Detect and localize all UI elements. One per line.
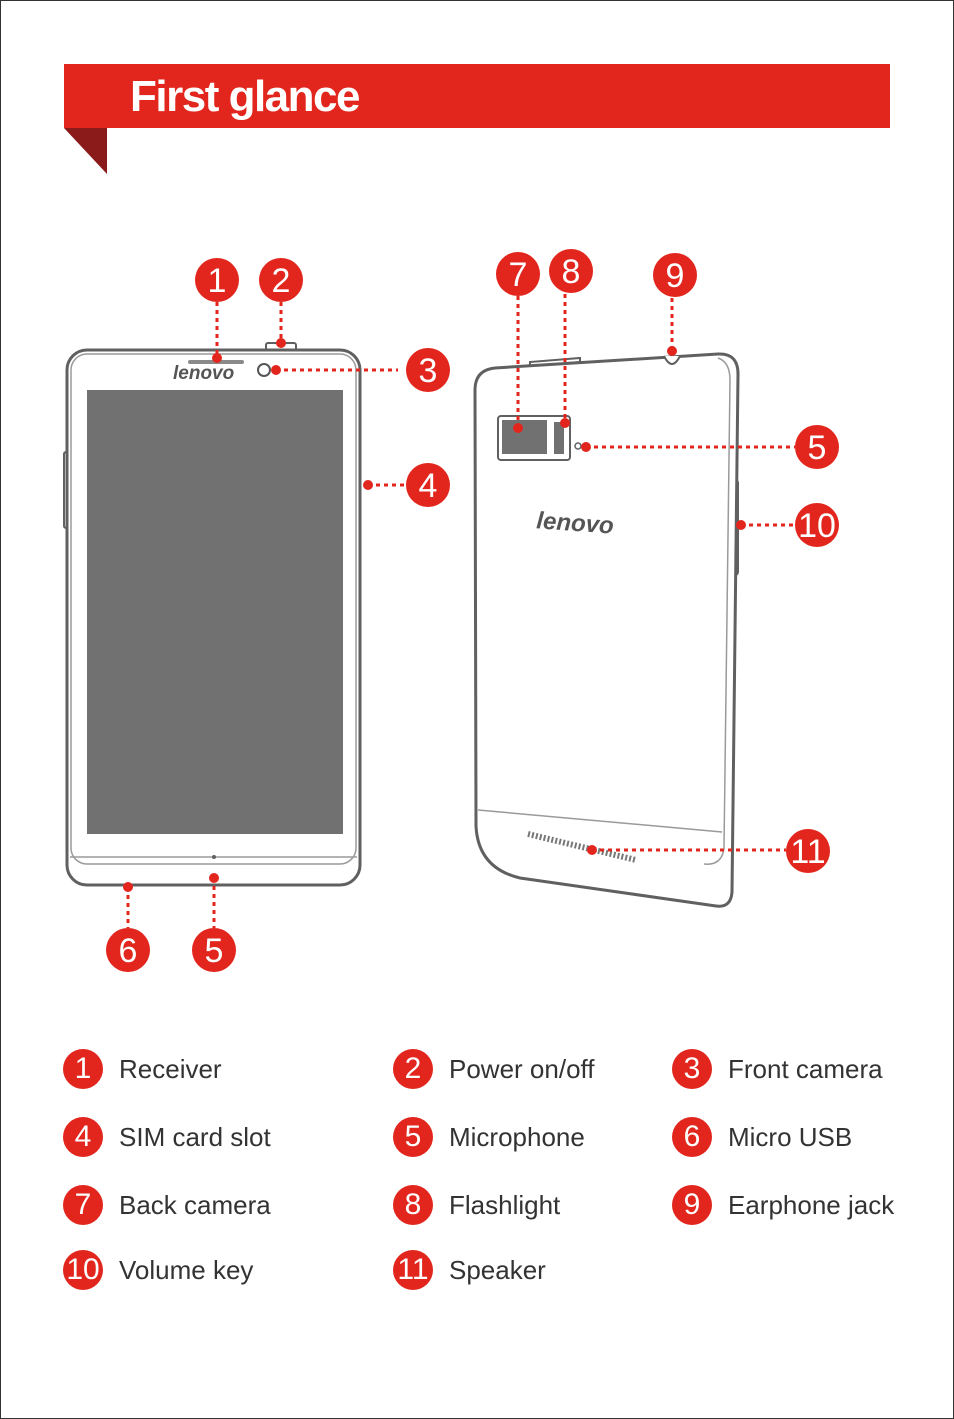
back-logo: lenovo	[536, 507, 615, 539]
back-body	[473, 352, 740, 908]
callout-mic-back: 5	[795, 425, 839, 469]
back-phone: lenovo	[473, 352, 740, 908]
svg-text:11: 11	[790, 833, 825, 871]
legend-item: 6 Micro USB	[672, 1117, 852, 1157]
callout-receiver: 1	[195, 258, 239, 302]
speaker-grille	[527, 831, 637, 863]
callout-speaker: 11	[786, 829, 830, 873]
title-fold-corner	[64, 128, 107, 174]
callout-earphone: 9	[653, 253, 697, 297]
legend-label: Receiver	[119, 1053, 222, 1084]
svg-text:3: 3	[419, 352, 438, 390]
leader-dots	[123, 338, 746, 892]
title-band	[64, 64, 890, 128]
legend-label: Speaker	[449, 1254, 546, 1285]
legend-label: Earphone jack	[728, 1189, 895, 1220]
camera-module	[497, 415, 571, 461]
legend-number: 2	[393, 1049, 433, 1089]
legend-number: 8	[393, 1185, 433, 1225]
phone-diagram: lenovo lenovo	[63, 249, 839, 972]
leader-lines	[126, 294, 796, 928]
svg-text:4: 4	[419, 467, 438, 505]
front-phone: lenovo	[63, 342, 362, 889]
callout-micro-usb: 6	[106, 928, 150, 972]
svg-text:6: 6	[119, 932, 138, 970]
legend-item: 7 Back camera	[63, 1185, 271, 1225]
legend-label: Volume key	[119, 1254, 254, 1285]
svg-text:9: 9	[666, 257, 685, 295]
legend-number: 6	[672, 1117, 712, 1157]
front-screen	[87, 390, 343, 834]
legend-label: Front camera	[728, 1053, 883, 1084]
svg-text:7: 7	[509, 256, 528, 294]
legend-label: Flashlight	[449, 1189, 561, 1220]
back-camera-lens	[502, 420, 547, 454]
legend-number: 7	[63, 1185, 103, 1225]
legend-number: 3	[672, 1049, 712, 1089]
svg-text:5: 5	[808, 429, 827, 467]
svg-text:10: 10	[798, 507, 836, 545]
svg-text:2: 2	[272, 262, 291, 300]
front-bezel	[70, 353, 357, 865]
legend-item: 11 Speaker	[393, 1250, 546, 1290]
legend-number: 1	[63, 1049, 103, 1089]
callout-mic-front: 5	[192, 928, 236, 972]
page-title: First glance	[130, 72, 360, 121]
callout-power: 2	[259, 258, 303, 302]
legend-number: 9	[672, 1185, 712, 1225]
legend-label: Back camera	[119, 1189, 271, 1220]
legend-item: 4 SIM card slot	[63, 1117, 271, 1157]
legend-label: Micro USB	[728, 1121, 853, 1152]
callout-sim-slot: 4	[406, 463, 450, 507]
legend-item: 8 Flashlight	[393, 1185, 560, 1225]
legend-item: 9 Earphone jack	[672, 1185, 894, 1225]
legend-label: SIM card slot	[119, 1121, 271, 1152]
callout-volume: 10	[795, 503, 839, 547]
legend-item: 5 Microphone	[393, 1117, 585, 1157]
legend-item: 10 Volume key	[63, 1250, 253, 1290]
front-logo: lenovo	[173, 363, 234, 384]
legend-number: 4	[63, 1117, 103, 1157]
legend-item: 1 Receiver	[63, 1049, 222, 1089]
legend-label: Power on/off	[449, 1053, 595, 1084]
legend-number: 11	[393, 1250, 433, 1290]
callout-back-camera: 7	[496, 252, 540, 296]
legend-number: 10	[63, 1250, 103, 1290]
legend-number: 5	[393, 1117, 433, 1157]
legend-item: 2 Power on/off	[393, 1049, 595, 1089]
legend-item: 3 Front camera	[672, 1049, 883, 1089]
svg-text:1: 1	[208, 262, 227, 300]
svg-text:8: 8	[562, 253, 581, 291]
callout-front-camera: 3	[406, 348, 450, 392]
front-camera-icon	[257, 363, 271, 377]
callout-flashlight: 8	[549, 249, 593, 293]
flashlight-icon	[554, 422, 564, 454]
legend-label: Microphone	[449, 1121, 585, 1152]
svg-text:5: 5	[205, 932, 224, 970]
